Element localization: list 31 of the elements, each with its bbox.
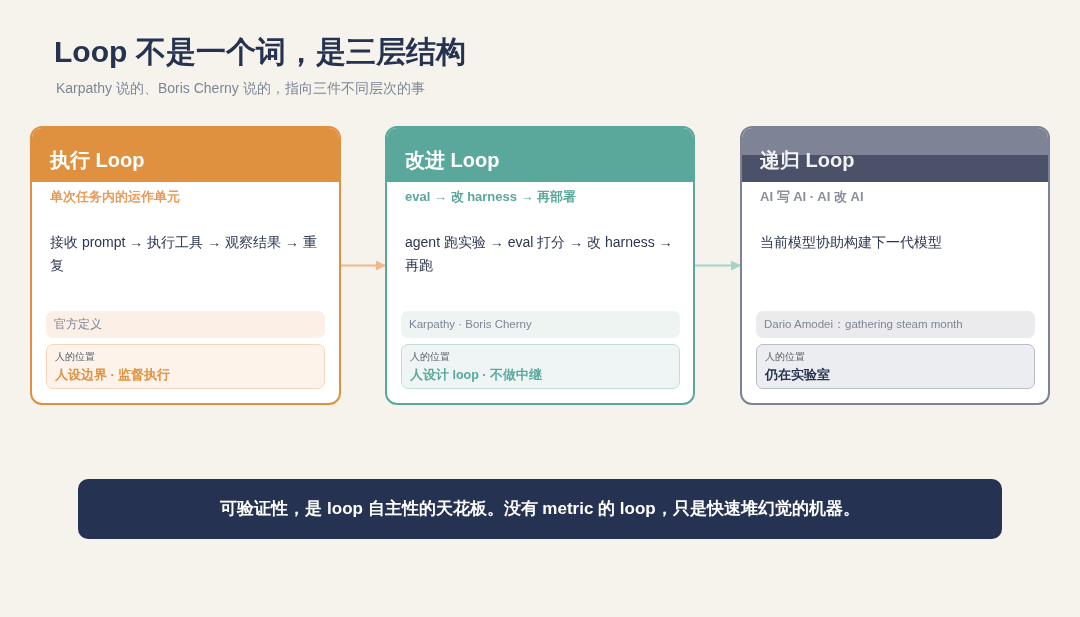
source-text: 官方定义 [54,317,102,332]
card-subtitle: AI 写 AI · AI 改 AI [760,188,864,206]
role-value: 人设计 loop · 不做中继 [410,367,542,383]
card-heading: 递归 Loop [742,128,1048,182]
source-text: Karpathy · Boris Cherny [409,317,532,332]
source-text: Dario Amodei：gathering steam month [764,317,963,332]
conclusion-banner [78,479,1002,539]
card-subtitle: eval → 改 harness → 再部署 [405,188,577,206]
card-heading: 改进 Loop [387,128,693,182]
card-subtitle: 单次任务内的运作单元 [50,188,180,206]
role-label: 人的位置 [765,350,805,363]
role-value: 仍在实验室 [765,367,830,383]
arrow [340,260,386,271]
role-box [46,344,325,389]
role-box [401,344,680,389]
role-box [756,344,1035,389]
loop-card [30,126,341,405]
card-heading: 执行 Loop [32,128,339,182]
role-value: 人设边界 · 监督执行 [55,367,171,383]
arrow [694,260,741,271]
card-description: 接收 prompt → 执行工具 → 观察结果 → 重复 [50,233,318,275]
loop-card [385,126,695,405]
conclusion-text: 可验证性，是 loop 自主性的天花板。没有 metric 的 loop，只是快速堆幻觉的机器。 [219,498,861,520]
role-label: 人的位置 [55,350,95,363]
loop-card [740,126,1050,405]
card-description: 当前模型协助构建下一代模型 [760,233,943,252]
subtitle: Karpathy 说的、Boris Cherny 说的，指向三件不同层次的事 [56,79,425,98]
card-description: agent 跑实验 → eval 打分 → 改 harness → 再跑 [405,233,674,275]
page-title: Loop 不是一个词，是三层结构 [54,34,466,70]
role-label: 人的位置 [410,350,450,363]
source-box [46,311,325,338]
